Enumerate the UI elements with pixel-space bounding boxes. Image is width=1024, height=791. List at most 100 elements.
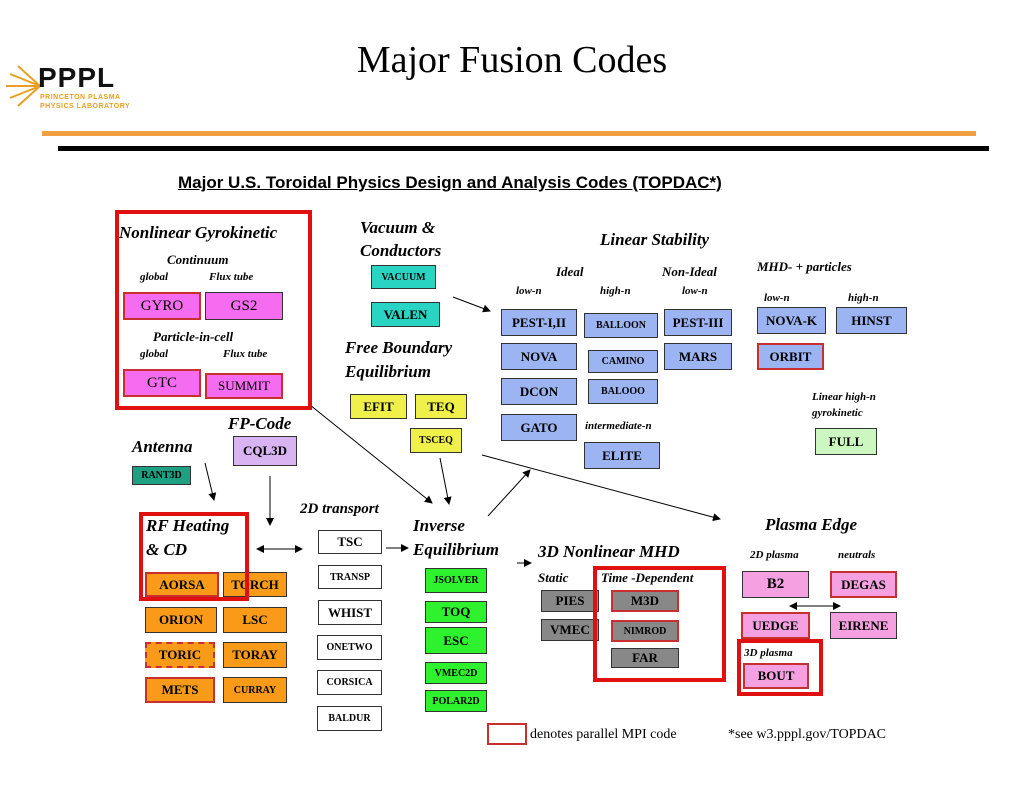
heading-plasma-edge: Plasma Edge <box>765 515 858 534</box>
highlight-bout <box>737 639 823 696</box>
heading-vacuum-1: Vacuum & <box>360 218 436 237</box>
code-jsolver: JSOLVER <box>425 568 487 593</box>
label-2d-plasma: 2D plasma <box>750 549 799 561</box>
arrow-inverse-to-stability <box>487 469 531 517</box>
label-intermediate-n: intermediate-n <box>585 420 652 432</box>
highlight-rf-heating <box>139 512 249 601</box>
code-gtc: GTC <box>123 369 201 397</box>
label-3d-plasma: 3D plasma <box>744 647 793 659</box>
code-pest-1-2: PEST-I,II <box>501 309 577 336</box>
code-full: FULL <box>815 428 877 455</box>
logo-line-2: PHYSICS LABORATORY <box>40 103 131 110</box>
label-ideal: Ideal <box>556 264 584 279</box>
label-neutrals: neutrals <box>838 549 876 561</box>
code-elite: ELITE <box>584 442 660 469</box>
code-balooo: BALOOO <box>588 379 658 404</box>
code-vacuum: VACUUM <box>371 265 436 289</box>
code-polar2d: POLAR2D <box>425 690 487 712</box>
label-nonideal-low-n: low-n <box>682 285 708 297</box>
label-flux-tube-1: Flux tube <box>209 271 254 283</box>
label-ideal-high-n: high-n <box>600 285 631 297</box>
slide-title: Major Fusion Codes <box>356 39 668 81</box>
label-static: Static <box>538 570 569 585</box>
code-vmec2d: VMEC2D <box>425 662 487 684</box>
code-lsc: LSC <box>223 607 287 633</box>
label-mhd-high-n: high-n <box>848 292 879 304</box>
arrow-tsceq-to-inverse <box>439 457 452 505</box>
code-onetwo: ONETWO <box>317 635 382 660</box>
code-whist: WHIST <box>318 600 382 625</box>
code-corsica: CORSICA <box>317 670 382 695</box>
code-m3d: M3D <box>611 590 679 612</box>
code-dcon: DCON <box>501 378 577 405</box>
heading-fp-code: FP-Code <box>228 414 292 433</box>
heading-rf-heating-1: RF Heating <box>146 516 230 535</box>
code-toray: TORAY <box>223 642 287 668</box>
code-camino: CAMINO <box>588 350 658 373</box>
code-orbit: ORBIT <box>757 343 824 370</box>
heading-3d-nonlinear-mhd: 3D Nonlinear MHD <box>538 542 680 561</box>
heading-free-boundary-1: Free Boundary <box>345 338 453 357</box>
sunburst-icon <box>6 65 41 107</box>
label-global-1: global <box>140 271 169 283</box>
code-transp: TRANSP <box>318 565 382 589</box>
code-tsc: TSC <box>318 530 382 554</box>
logo-line-1: PRINCETON PLASMA <box>40 94 121 101</box>
code-pies: PIES <box>541 590 599 612</box>
code-valen: VALEN <box>371 302 440 327</box>
heading-nonlinear-gyrokinetic: Nonlinear Gyrokinetic <box>119 223 278 242</box>
heading-inverse-eq-2: Equilibrium <box>413 540 499 559</box>
code-toq: TOQ <box>425 601 487 623</box>
code-nimrod: NIMROD <box>611 620 679 642</box>
arrow-antenna-to-rf <box>204 462 217 501</box>
label-linear-high-n-2: gyrokinetic <box>812 407 863 419</box>
code-nova-k: NOVA-K <box>757 307 826 334</box>
label-ideal-low-n: low-n <box>516 285 542 297</box>
code-hinst: HINST <box>836 307 907 334</box>
code-vmec: VMEC <box>541 619 599 641</box>
label-particle-in-cell: Particle-in-cell <box>153 329 234 344</box>
code-esc: ESC <box>425 627 487 654</box>
code-bout: BOUT <box>743 663 809 689</box>
logo-wordmark: PPPL <box>38 62 116 93</box>
code-baldur: BALDUR <box>317 706 382 731</box>
legend-mpi-swatch <box>487 723 527 745</box>
heading-vacuum-2: Conductors <box>360 241 442 260</box>
code-gyro: GYRO <box>123 292 201 320</box>
label-time-dependent: Time -Dependent <box>601 570 694 585</box>
code-far: FAR <box>611 648 679 668</box>
code-orion: ORION <box>145 607 217 633</box>
code-degas: DEGAS <box>830 571 897 598</box>
code-torch: TORCH <box>223 572 287 597</box>
label-continuum: Continuum <box>167 252 229 267</box>
code-gs2: GS2 <box>205 292 283 320</box>
code-aorsa: AORSA <box>145 572 219 597</box>
code-teq: TEQ <box>415 394 467 419</box>
legend-text: denotes parallel MPI code <box>530 727 677 742</box>
arrow-valen-to-stability <box>452 296 491 313</box>
code-efit: EFIT <box>350 394 407 419</box>
heading-rf-heating-2: & CD <box>146 540 188 559</box>
footnote: *see w3.pppl.gov/TOPDAC <box>728 727 887 742</box>
heading-linear-stability: Linear Stability <box>600 230 710 249</box>
label-global-2: global <box>140 348 169 360</box>
label-mhd-low-n: low-n <box>764 292 790 304</box>
label-non-ideal: Non-Ideal <box>662 264 717 279</box>
label-linear-high-n-1: Linear high-n <box>812 391 876 403</box>
heading-free-boundary-2: Equilibrium <box>345 362 431 381</box>
pppl-logo: PPPL PRINCETON PLASMA PHYSICS LABORATORY <box>4 62 134 114</box>
code-curray: CURRAY <box>223 677 287 703</box>
code-cql3d: CQL3D <box>233 436 297 466</box>
orange-divider <box>42 131 976 136</box>
code-summit: SUMMIT <box>205 373 283 399</box>
code-tsceq: TSCEQ <box>410 428 462 453</box>
code-b2: B2 <box>742 571 809 598</box>
code-toric: TORIC <box>145 642 215 668</box>
heading-antenna: Antenna <box>132 437 193 456</box>
code-gato: GATO <box>501 414 577 441</box>
highlight-gyrokinetic <box>115 210 312 410</box>
heading-2d-transport: 2D transport <box>300 501 379 517</box>
heading-inverse-eq-1: Inverse <box>413 516 465 535</box>
code-nova: NOVA <box>501 343 577 370</box>
